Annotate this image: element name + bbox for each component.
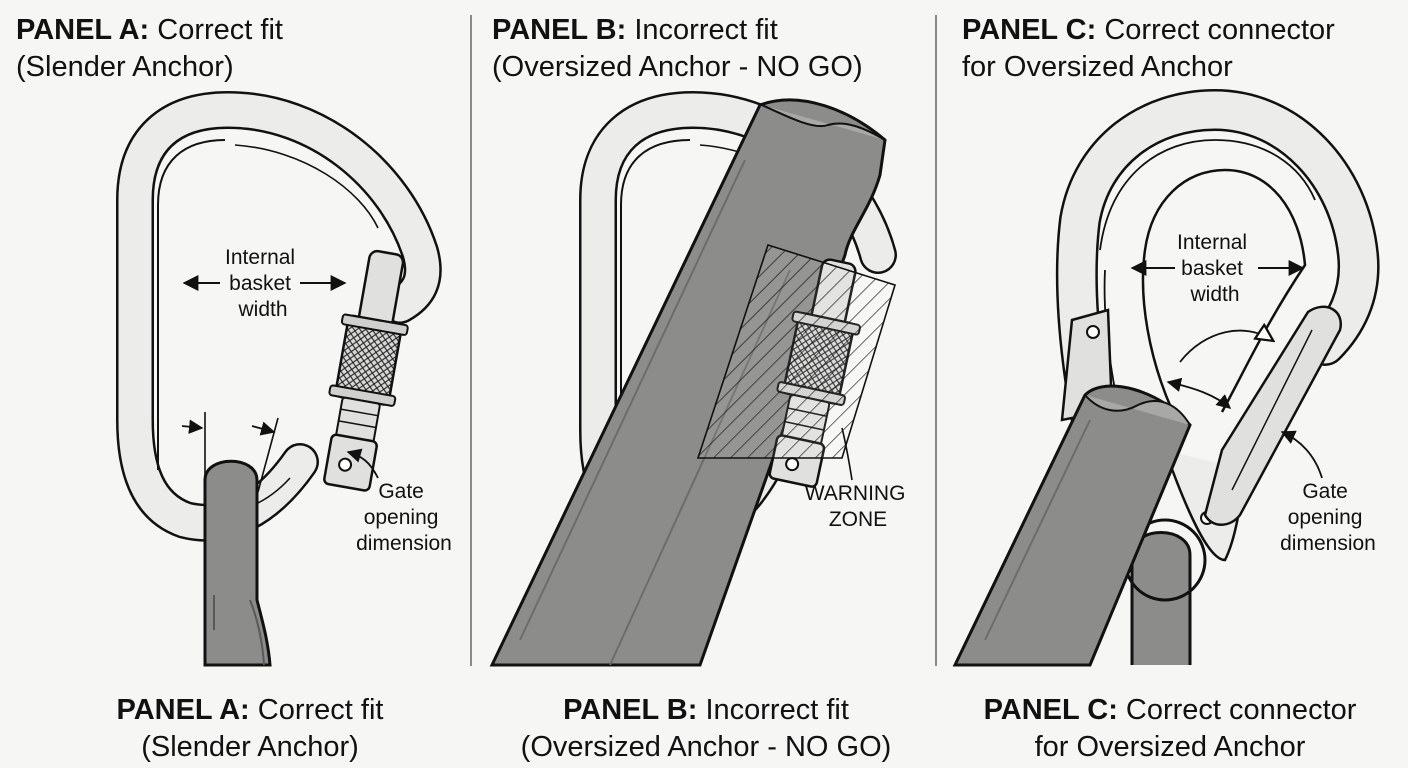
panel-b-heading-line2: (Oversized Anchor - NO GO) [492, 51, 863, 83]
panel-b-warning-label-1: WARNING [805, 482, 906, 505]
panel-c-gate-label-1: Gate [1302, 480, 1348, 503]
panel-a-heading-bold: PANEL A: [16, 14, 150, 46]
panel-c-basket-label-1: Internal [1177, 231, 1247, 254]
panel-c-heading: PANEL C: Correct connector for Oversized… [962, 12, 1402, 86]
svg-text:WARNING ZONE: WARNING ZONE [805, 482, 912, 531]
svg-text:Gate opening d: Gate opening dimension [1280, 480, 1376, 555]
panel-c-heading-bold: PANEL C: [962, 14, 1097, 46]
panel-c-basket-label-3: width [1189, 283, 1239, 306]
panel-c-gate-pointer [1280, 430, 1323, 479]
panel-a-gate-pointer [346, 448, 379, 479]
panel-a-basket-label-1: Internal [225, 246, 295, 269]
panel-a-carabiner [116, 91, 442, 542]
panel-a-caption-bold: PANEL A: [116, 694, 250, 726]
panel-a-basket-label-2: basket [229, 272, 291, 295]
panel-a-basket-label-3: width [237, 298, 287, 321]
svg-text:Gate opening d: Gate opening dimension [356, 480, 452, 555]
panel-a-gate-label-1: Gate [378, 480, 424, 503]
panel-a-gate-label-3: dimension [356, 532, 452, 555]
panel-b-caption-bold: PANEL B: [563, 694, 698, 726]
panel-a-heading: PANEL A: Correct fit (Slender Anchor) [16, 12, 456, 86]
panel-c-gate-label-2: opening [1288, 506, 1363, 529]
svg-text:Internal basket: Internal basket width [225, 246, 301, 321]
panel-c-heading-line2: for Oversized Anchor [962, 51, 1233, 83]
panel-b-caption-text: Incorrect fit [705, 694, 849, 726]
panel-b-warning-label-2: ZONE [829, 508, 887, 531]
panel-a-gate-dim-arrow-left [181, 419, 204, 434]
panel-b-heading-text: Incorrect fit [634, 14, 778, 46]
panel-a-gate-dim-arrow-right [251, 421, 276, 436]
panel-c-gate-dim-arrow [1166, 377, 1232, 409]
panel-c-caption: PANEL C: Correct connector for Oversized… [940, 692, 1400, 766]
panel-c-gate-label-3: dimension [1280, 532, 1376, 555]
panel-a-gate-label-2: opening [364, 506, 439, 529]
panel-a-caption: PANEL A: Correct fit (Slender Anchor) [20, 692, 480, 766]
panel-a-caption-line2: (Slender Anchor) [141, 731, 359, 763]
panel-a-heading-text: Correct fit [157, 14, 283, 46]
panel-b-warning-zone [696, 243, 896, 459]
panel-c-caption-bold: PANEL C: [983, 694, 1118, 726]
panel-a-heading-line2: (Slender Anchor) [16, 51, 234, 83]
panel-c-heading-text: Correct connector [1104, 14, 1335, 46]
panel-a-caption-text: Correct fit [257, 694, 384, 726]
panel-c-caption-text: Correct connector [1125, 694, 1357, 726]
panel-b-illustration: WARNING ZONE [489, 91, 912, 667]
panel-a-gate [323, 249, 409, 492]
panel-b-heading-bold: PANEL B: [492, 14, 627, 46]
panel-a-illustration: Internal basket width Gate opening dimen… [116, 91, 452, 667]
panel-b-caption-line2: (Oversized Anchor - NO GO) [520, 731, 892, 763]
panel-c-basket-label-2: basket [1181, 257, 1243, 280]
panel-c-gate-swing-arrow [1179, 331, 1272, 363]
panel-c-gate [1203, 305, 1343, 526]
panel-b-warning-pointer [841, 427, 853, 481]
panel-b-caption: PANEL B: Incorrect fit (Oversized Anchor… [476, 692, 936, 766]
panel-c-caption-line2: for Oversized Anchor [1034, 731, 1306, 763]
panel-b-heading: PANEL B: Incorrect fit (Oversized Anchor… [492, 12, 932, 86]
panel-a-slender-anchor [203, 459, 272, 667]
panel-c-illustration: Internal basket width Gate opening dimen… [952, 89, 1380, 667]
svg-text:Internal basket: Internal basket width [1177, 231, 1253, 306]
